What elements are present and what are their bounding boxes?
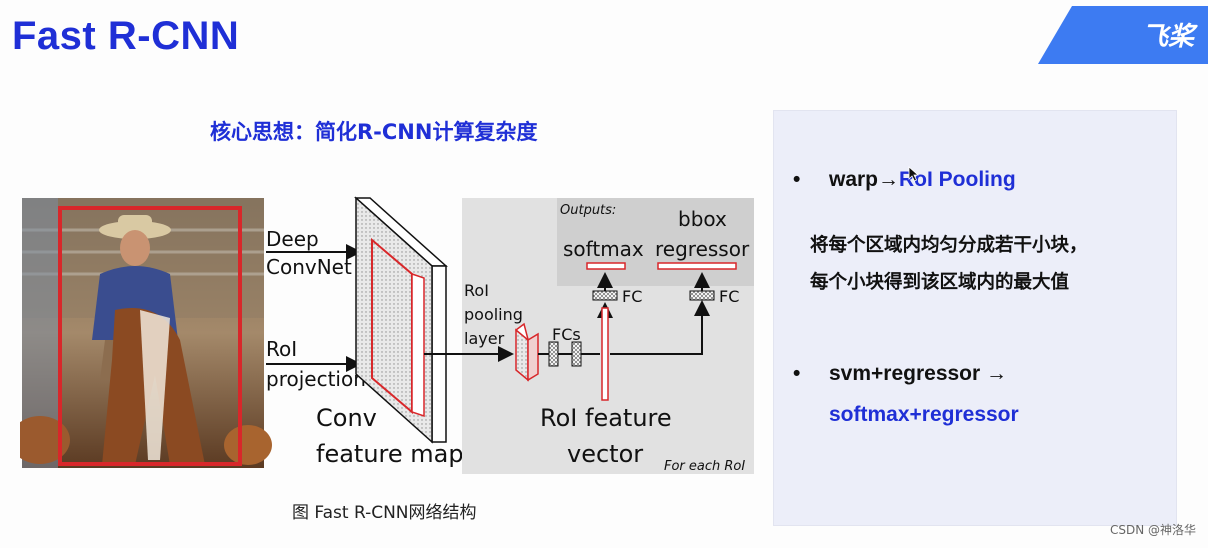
fc-box-right <box>689 290 715 301</box>
softmax-output-vector <box>586 262 626 270</box>
fc-layer-1 <box>548 341 559 367</box>
convnet-label: ConvNet <box>266 255 352 279</box>
bbox-label: bbox <box>678 207 727 231</box>
figure-caption: 图 Fast R-CNN网络结构 <box>292 503 477 523</box>
roi-feature-label: RoI feature <box>540 404 672 432</box>
roi-pooling-text: RoI Pooling <box>899 168 1016 191</box>
bbox-output-vector <box>657 262 737 270</box>
fc-right-label: FC <box>719 287 739 306</box>
bullet-dot: • <box>793 168 801 191</box>
point-warp: • warp→RoI Pooling <box>793 168 1153 194</box>
point-svm: • svm+regressor → <box>793 362 1153 388</box>
feature-map-label: feature map <box>316 440 464 468</box>
fast-rcnn-diagram: Deep ConvNet RoI projection Conv feature… <box>20 196 754 474</box>
warp-text: warp→ <box>829 168 900 191</box>
outputs-label: Outputs: <box>560 203 616 218</box>
fc-box-left <box>592 290 618 301</box>
fc-layer-2 <box>571 341 582 367</box>
regressor-label: regressor <box>655 237 750 261</box>
roi-pooling-desc-2: 每个小块得到该区域内的最大值 <box>810 272 1070 293</box>
roi-pool-label-1: RoI <box>464 281 489 300</box>
fcs-label: FCs <box>552 325 581 344</box>
softmax-label: softmax <box>563 237 644 261</box>
mouse-cursor-icon <box>908 166 920 182</box>
region-of-interest-box <box>58 206 242 466</box>
vector-label: vector <box>567 440 643 468</box>
paddle-logo-icon: 飞桨 <box>1142 16 1194 53</box>
conv-label: Conv <box>316 404 377 432</box>
projection-label: projection <box>266 367 366 391</box>
svm-regressor-text: svm+regressor → <box>829 362 1008 385</box>
conv-feature-map <box>354 196 448 444</box>
roi-pool-label-2: pooling <box>464 305 523 324</box>
softmax-regressor-text: softmax+regressor <box>829 403 1019 426</box>
roi-pooled-cube <box>515 322 539 382</box>
key-points-panel <box>773 110 1177 526</box>
deep-label: Deep <box>266 227 319 251</box>
roi-label: RoI <box>266 337 297 361</box>
roi-feature-vector <box>601 307 609 401</box>
bullet-dot: • <box>793 362 801 385</box>
roi-pooling-desc-1: 将每个区域内均匀分成若干小块， <box>810 235 1088 256</box>
logo-text: 飞桨 <box>1141 22 1194 52</box>
fc-left-label: FC <box>622 287 642 306</box>
core-idea-heading: 核心思想：简化R-CNN计算复杂度 <box>210 120 538 144</box>
slide-title: Fast R-CNN <box>12 14 240 58</box>
roi-pool-label-3: layer <box>464 329 505 348</box>
outputs-panel <box>557 198 754 286</box>
for-each-roi-label: For each RoI <box>664 459 745 474</box>
watermark-footer: CSDN @神洛华 <box>1109 523 1196 537</box>
logo-banner <box>1038 6 1208 64</box>
input-photo <box>20 198 272 468</box>
